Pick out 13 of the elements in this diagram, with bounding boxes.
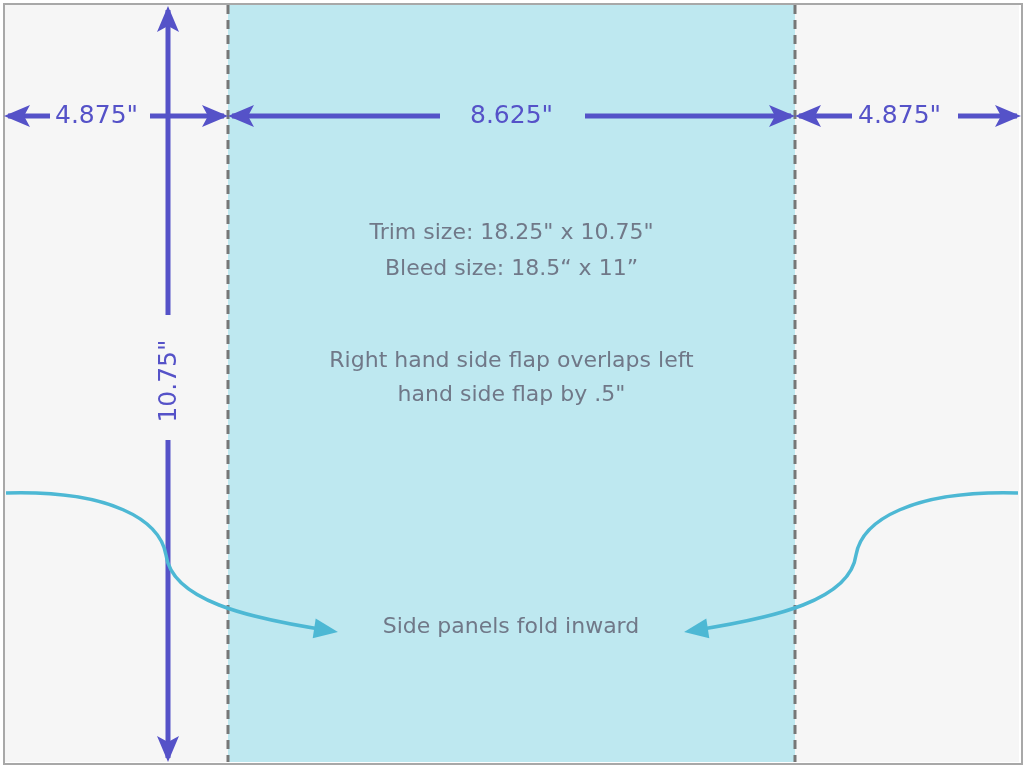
curved-arrow — [6, 491, 338, 639]
side-panel — [795, 5, 1019, 762]
side-panel — [5, 5, 228, 762]
fold-note: Side panels fold inward — [356, 609, 666, 645]
size-note: Trim size: 18.25" x 10.75" — [368, 218, 655, 246]
dimension-label: 4.875" — [858, 100, 942, 130]
center-panel — [228, 5, 795, 762]
dimension-label: 10.75" — [153, 338, 183, 425]
size-note: Bleed size: 18.5“ x 11” — [383, 254, 640, 282]
dimension-label: 8.625" — [470, 100, 554, 130]
dimension-label: 4.875" — [55, 100, 139, 130]
curved-arrow — [684, 491, 1018, 639]
overlap-note: Right hand side flap overlaps left hand side flap by .5" — [328, 346, 695, 408]
